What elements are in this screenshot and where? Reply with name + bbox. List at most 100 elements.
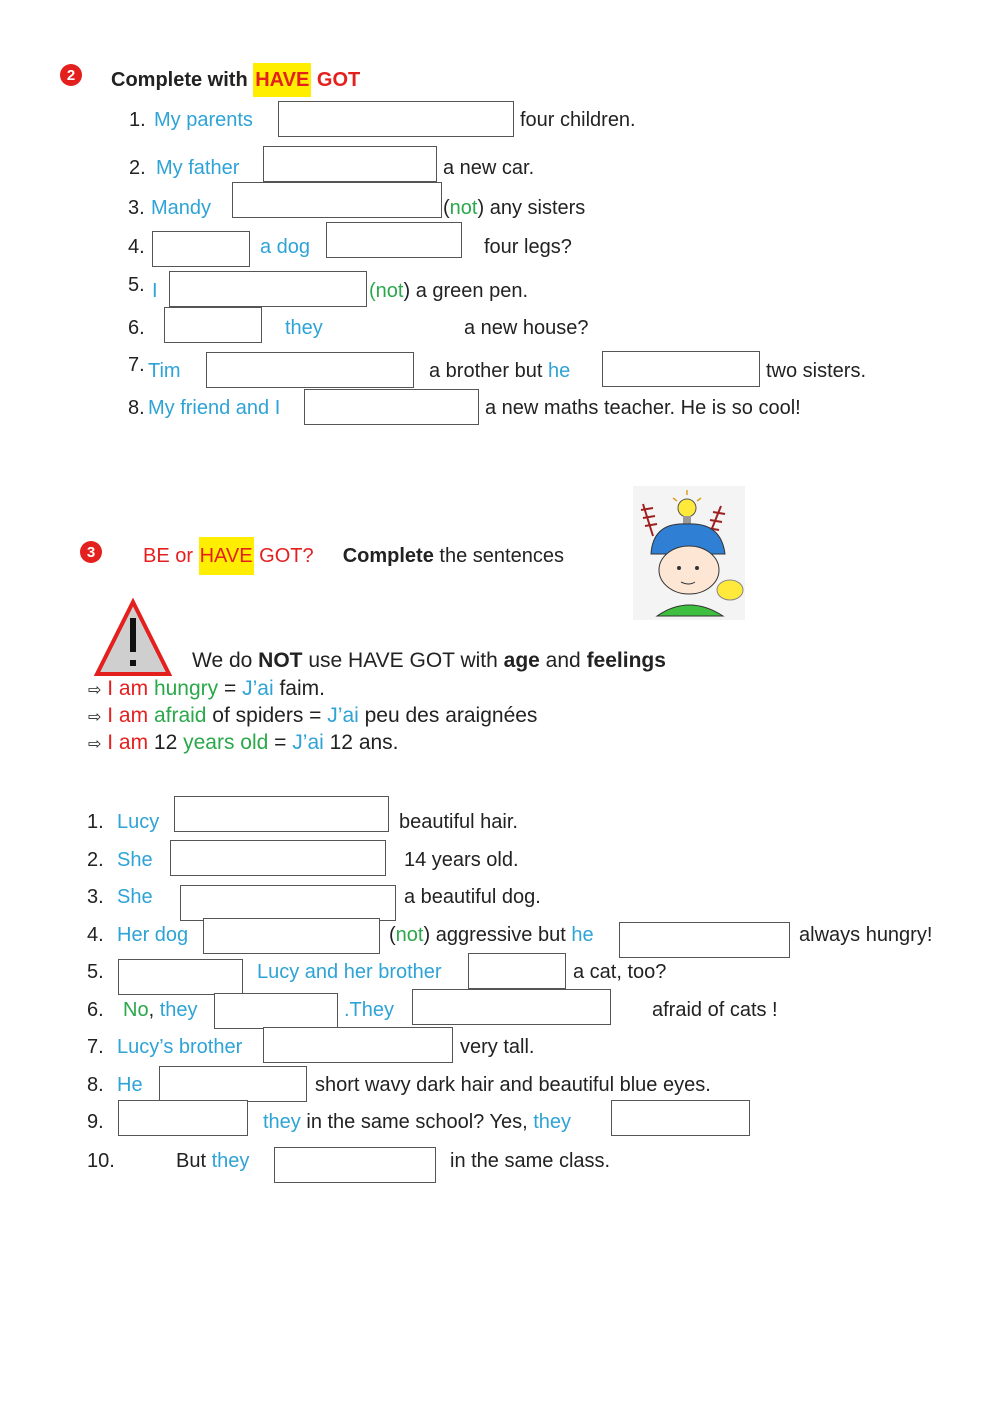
item-number: 5. xyxy=(128,274,145,296)
answer-box-2-2[interactable] xyxy=(263,146,437,182)
mid-text: in the same school? Yes, xyxy=(306,1111,528,1133)
answer-box-3-10[interactable] xyxy=(274,1147,436,1183)
example-feeling: hungry xyxy=(153,677,219,700)
item-rest: very tall. xyxy=(460,1036,535,1058)
example-text: = xyxy=(218,677,243,700)
example-j: J’ai xyxy=(327,704,359,727)
item-mid: Lucy and her brother xyxy=(257,961,442,983)
item-subject: She xyxy=(117,849,153,871)
answer-box-3-4a[interactable] xyxy=(203,918,380,954)
answer-box-3-3[interactable] xyxy=(180,885,396,921)
warning-pre: We do xyxy=(192,649,253,672)
item-mid-text: (not) aggressive but he xyxy=(389,925,594,945)
item-rest: afraid of cats ! xyxy=(652,999,778,1021)
answer-box-3-5b[interactable] xyxy=(468,953,566,989)
exercise-3-title: BE or HAVE GOT? Complete the sentences xyxy=(143,537,564,575)
pre-text: But xyxy=(176,1150,207,1172)
answer-box-3-6b[interactable] xyxy=(412,989,611,1025)
warning-feelings: feelings xyxy=(586,649,666,672)
item-mid-text: they in the same school? Yes, they xyxy=(263,1112,571,1132)
item-subject: Tim xyxy=(148,360,181,382)
have-highlight: HAVE xyxy=(253,63,312,97)
warning-text: We do NOT use HAVE GOT with age and feel… xyxy=(192,650,666,671)
answer-box-2-4b[interactable] xyxy=(326,222,462,258)
exercise-3-number-badge: 3 xyxy=(80,541,102,563)
answer-box-3-4b[interactable] xyxy=(619,922,790,958)
example-line-2: ⇨ I am afraid of spiders = J’ai peu des … xyxy=(88,705,537,726)
warning-mid: use HAVE GOT with xyxy=(308,649,498,672)
answer-box-3-8[interactable] xyxy=(159,1066,307,1102)
pronoun: he xyxy=(547,360,571,382)
warning-age: age xyxy=(503,649,540,672)
example-text: peu des araignées xyxy=(358,704,538,727)
example-text: = xyxy=(268,731,293,754)
item-number: 2. xyxy=(129,157,146,179)
example-i-am: I am xyxy=(107,677,149,700)
answer-box-3-1[interactable] xyxy=(174,796,389,832)
item-rest: four legs? xyxy=(484,236,572,258)
item-rest: always hungry! xyxy=(799,924,933,946)
item-mid: a dog xyxy=(260,236,311,258)
item-number: 4. xyxy=(128,236,145,258)
example-age: years old xyxy=(183,731,269,754)
answer-box-3-6a[interactable] xyxy=(214,993,338,1029)
item-number: 7. xyxy=(128,354,145,376)
item-subject: My father xyxy=(156,157,240,179)
paren: ) xyxy=(477,197,485,219)
item-subject: Lucy’s brother xyxy=(117,1036,243,1058)
not-word: not xyxy=(395,924,424,946)
example-j: J’ai xyxy=(292,731,324,754)
answer-box-2-1[interactable] xyxy=(278,101,514,137)
no-word: No xyxy=(123,999,149,1021)
answer-box-2-6[interactable] xyxy=(164,307,262,343)
item-subject: Mandy xyxy=(151,197,212,219)
answer-box-2-4a[interactable] xyxy=(152,231,250,267)
example-line-3: ⇨ I am 12 years old = J’ai 12 ans. xyxy=(88,732,399,753)
pronoun: they xyxy=(533,1111,572,1133)
answer-box-2-8[interactable] xyxy=(304,389,479,425)
item-rest: beautiful hair. xyxy=(399,811,518,833)
item-subject: My friend and I xyxy=(148,397,281,419)
item-number: 8. xyxy=(87,1074,104,1096)
item-rest: in the same class. xyxy=(450,1150,611,1172)
item-number: 4. xyxy=(87,924,104,946)
arrow-icon: ⇨ xyxy=(88,709,102,726)
answer-box-3-7[interactable] xyxy=(263,1027,453,1063)
answer-box-2-7b[interactable] xyxy=(602,351,760,387)
example-j: J’ai xyxy=(242,677,274,700)
title-rest: the sentences xyxy=(439,545,564,567)
warning-and: and xyxy=(545,649,581,672)
thinking-cap-boy-illustration xyxy=(633,486,745,620)
item-number: 2. xyxy=(87,849,104,871)
got-text: GOT? xyxy=(259,545,314,567)
not-word: not xyxy=(375,280,404,302)
item-rest: a new maths teacher. He is so cool! xyxy=(485,397,801,419)
answer-box-2-7a[interactable] xyxy=(206,352,414,388)
item-subject: Her dog xyxy=(117,924,189,946)
answer-box-3-9b[interactable] xyxy=(611,1100,750,1136)
item-mid: .They xyxy=(344,999,395,1021)
arrow-icon: ⇨ xyxy=(88,682,102,699)
exercise-2-title: Complete with HAVE GOT xyxy=(111,63,361,97)
item-number: 7. xyxy=(87,1036,104,1058)
got-text: GOT xyxy=(316,69,361,91)
example-feeling: afraid xyxy=(153,704,207,727)
answer-box-3-9a[interactable] xyxy=(118,1100,248,1136)
warning-triangle-icon xyxy=(93,598,173,676)
paren: ( xyxy=(443,197,450,219)
item-rest: 14 years old. xyxy=(404,849,519,871)
item-number: 8. xyxy=(128,397,145,419)
item-rest: four children. xyxy=(520,109,636,131)
answer-box-2-5[interactable] xyxy=(169,271,367,307)
answer-box-3-2[interactable] xyxy=(170,840,386,876)
answer-box-3-5a[interactable] xyxy=(118,959,243,995)
paren: ( xyxy=(369,280,376,302)
item-subject: they xyxy=(159,999,198,1021)
rest-text: a green pen. xyxy=(410,280,529,302)
item-mid-text: a brother but he xyxy=(429,361,570,381)
answer-box-2-3[interactable] xyxy=(232,182,442,218)
item-rest: a beautiful dog. xyxy=(404,886,541,908)
have-highlight: HAVE xyxy=(198,537,254,575)
item-number: 9. xyxy=(87,1111,104,1133)
item-number: 10. xyxy=(87,1150,115,1172)
